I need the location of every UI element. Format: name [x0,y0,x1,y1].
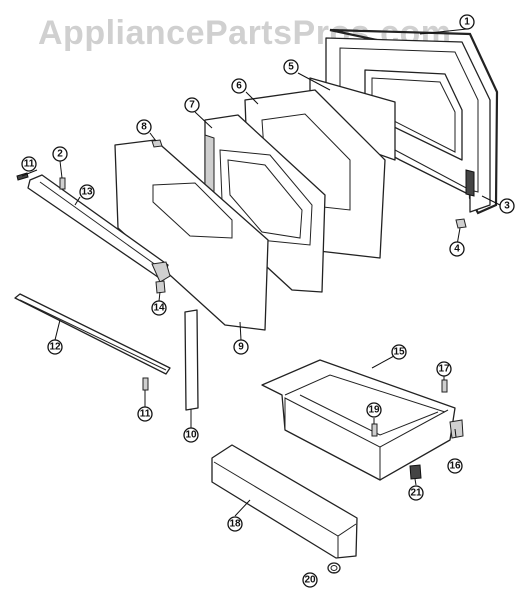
screw-part-17 [441,379,448,393]
callout-14: 14 [151,300,167,316]
callout-7: 7 [184,97,200,113]
svg-text:2: 2 [57,149,63,160]
svg-text:6: 6 [236,81,242,92]
svg-text:11: 11 [140,409,151,420]
callout-11-lower: 11 [137,406,153,422]
svg-text:14: 14 [153,303,165,314]
callout-4: 4 [449,241,465,257]
callout-9: 9 [233,339,249,355]
screw-part-2 [59,177,66,190]
callout-12: 12 [47,339,63,355]
callout-18: 18 [227,516,243,532]
callout-21: 21 [408,485,424,501]
svg-text:17: 17 [438,364,450,375]
screw-part-19 [371,423,378,437]
svg-text:16: 16 [449,461,461,472]
svg-text:3: 3 [504,201,510,212]
door-handle [27,174,171,283]
callout-1: 1 [459,14,475,30]
callout-3: 3 [499,198,515,214]
callout-15: 15 [391,344,407,360]
callout-17: 17 [436,361,452,377]
callout-19: 19 [366,402,382,418]
svg-text:13: 13 [81,187,93,198]
trim-strip [14,293,171,375]
clip-part-4 [455,218,467,229]
screw-part-11-lower [142,377,149,391]
callout-6: 6 [231,78,247,94]
clip-part-8 [151,139,163,148]
drawer [261,359,456,481]
callout-10: 10 [183,427,199,443]
svg-text:5: 5 [288,62,294,73]
svg-text:8: 8 [141,122,147,133]
vertical-trim [184,309,199,411]
outer-door-frame [325,37,491,213]
svg-text:19: 19 [368,405,380,416]
callout-13: 13 [79,184,95,200]
svg-text:11: 11 [24,159,35,170]
callout-8: 8 [136,119,152,135]
callout-11: 11 [21,156,37,172]
handle-end-cap [155,280,166,294]
svg-text:18: 18 [229,519,241,530]
svg-text:4: 4 [454,244,460,255]
foot-part-20 [327,562,341,574]
svg-text:20: 20 [304,575,316,586]
svg-text:12: 12 [49,342,61,353]
svg-text:7: 7 [189,100,195,111]
callout-2: 2 [52,146,68,162]
callout-20: 20 [302,572,318,588]
callout-16: 16 [447,458,463,474]
drawer-front-panel [211,444,358,559]
svg-text:9: 9 [238,342,244,353]
svg-text:10: 10 [185,430,197,441]
callout-5: 5 [283,59,299,75]
svg-text:1: 1 [464,17,470,28]
glide-part-21 [409,464,422,480]
svg-text:21: 21 [410,488,422,499]
bracket-part-16 [449,419,464,439]
svg-text:15: 15 [393,347,405,358]
